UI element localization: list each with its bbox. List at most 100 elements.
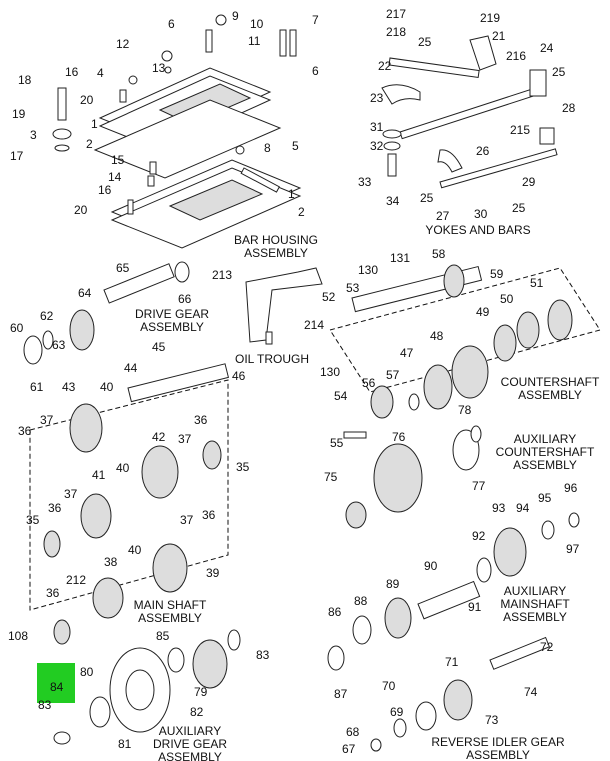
gear-50	[516, 311, 540, 349]
block-28	[539, 127, 555, 145]
callout-main-shaft-39: 39	[206, 566, 220, 580]
callout-aux-mainshaft-91: 91	[468, 600, 482, 614]
main-shaft-group	[29, 363, 230, 645]
callout-aux-mainshaft-94: 94	[516, 501, 530, 515]
callout-yokes-and-bars-23: 23	[370, 91, 384, 105]
gear-93	[493, 527, 527, 577]
callout-aux-mainshaft-93: 93	[492, 501, 506, 515]
callout-aux-mainshaft-87: 87	[334, 687, 348, 701]
assembly-title-reverse-idler: REVERSE IDLER GEAR	[431, 735, 565, 749]
gear-39	[152, 543, 188, 593]
callout-drive-gear-and-trough-62: 62	[40, 309, 54, 323]
shaft-5	[240, 167, 280, 193]
callout-bar-housing-4: 4	[97, 66, 104, 80]
callout-aux-mainshaft-96: 96	[564, 481, 578, 495]
callout-drive-gear-and-trough-214: 214	[304, 318, 324, 332]
callout-yokes-and-bars-22: 22	[378, 59, 392, 73]
bearing-60	[23, 335, 43, 365]
callout-aux-countershaft-75: 75	[324, 470, 338, 484]
callout-main-shaft-45: 45	[152, 340, 166, 354]
callout-main-shaft-38: 38	[104, 555, 118, 569]
spring-18	[57, 87, 67, 121]
main-shaft-44	[127, 363, 230, 403]
gear-49	[493, 324, 517, 362]
callout-yokes-and-bars-215: 215	[510, 123, 530, 137]
callout-drive-gear-and-trough-65: 65	[116, 261, 130, 275]
callout-bar-housing-20: 20	[74, 203, 88, 217]
callout-aux-countershaft-77: 77	[472, 479, 486, 493]
callout-bar-housing-16: 16	[98, 183, 112, 197]
assembly-title-drive-gear: DRIVE GEAR	[135, 307, 209, 321]
bearing-58	[443, 264, 465, 298]
yoke-23	[381, 84, 421, 105]
callout-aux-countershaft-78: 78	[458, 403, 472, 417]
callout-main-shaft-40: 40	[116, 461, 130, 475]
yoke-87	[327, 645, 345, 671]
callout-countershaft-50: 50	[500, 292, 514, 306]
callout-reverse-idler-69: 69	[390, 705, 404, 719]
assembly-title-aux-countershaft: ASSEMBLY	[513, 458, 577, 472]
callout-yokes-and-bars-21: 21	[492, 29, 506, 43]
callout-yokes-and-bars-217: 217	[386, 7, 406, 21]
callout-bar-housing-9: 9	[232, 9, 239, 23]
callout-aux-countershaft-54: 54	[334, 389, 348, 403]
assembly-title-aux-countershaft: COUNTERSHAFT	[496, 445, 595, 459]
callout-yokes-and-bars-24: 24	[540, 41, 554, 55]
callout-bar-housing-14: 14	[108, 170, 122, 184]
callout-main-shaft-36: 36	[46, 586, 60, 600]
callout-bar-housing-18: 18	[18, 73, 32, 87]
callout-reverse-idler-73: 73	[485, 713, 499, 727]
callout-aux-drive-gear-82: 82	[190, 705, 204, 719]
bar-housing-group	[52, 14, 302, 249]
callout-bar-housing-3: 3	[30, 128, 37, 142]
highlight-box-84	[37, 663, 75, 703]
callout-bar-housing-11: 11	[248, 34, 261, 48]
gear-35a	[202, 440, 222, 470]
callout-bar-housing-2: 2	[298, 205, 305, 219]
plate-81-hole	[125, 669, 155, 711]
ring-85	[167, 647, 185, 673]
callout-reverse-idler-72: 72	[540, 640, 554, 654]
callout-main-shaft-108: 108	[8, 629, 28, 643]
callout-aux-mainshaft-92: 92	[472, 529, 486, 543]
callout-aux-mainshaft-89: 89	[386, 577, 400, 591]
nut-96	[568, 512, 580, 528]
drive-gear-shaft-65	[103, 263, 175, 304]
callout-main-shaft-40: 40	[100, 380, 114, 394]
gear-76	[373, 443, 423, 513]
shift-bar-22	[388, 57, 480, 79]
pin-20b	[127, 199, 134, 215]
callout-yokes-and-bars-25: 25	[420, 191, 434, 205]
part-88	[352, 615, 372, 645]
assembly-title-yokes-and-bars: YOKES AND BARS	[425, 223, 530, 237]
callout-bar-housing-1: 1	[91, 117, 98, 131]
callout-main-shaft-37: 37	[64, 487, 78, 501]
callout-yokes-and-bars-30: 30	[474, 207, 488, 221]
yoke-21	[469, 35, 497, 71]
callout-bar-housing-8: 8	[264, 141, 271, 155]
assembly-title-aux-countershaft: AUXILIARY	[514, 432, 576, 446]
plug-4	[128, 75, 138, 85]
callout-countershaft-59: 59	[490, 267, 504, 281]
callout-drive-gear-and-trough-64: 64	[78, 286, 92, 300]
callout-bar-housing-6: 6	[312, 64, 319, 78]
assembly-title-aux-mainshaft: AUXILIARY	[504, 584, 566, 598]
callout-yokes-and-bars-32: 32	[370, 139, 384, 153]
callout-reverse-idler-70: 70	[382, 679, 396, 693]
callout-bar-housing-15: 15	[111, 153, 125, 167]
aux-drive-gear-group	[37, 629, 241, 745]
callout-yokes-and-bars-26: 26	[476, 144, 490, 158]
bar-housing-window-lower	[168, 179, 264, 221]
callout-bar-housing-20: 20	[80, 93, 94, 107]
main-shaft-box	[29, 379, 229, 611]
yoke-27	[437, 149, 463, 173]
spring-7b	[289, 29, 297, 57]
plug-12	[161, 50, 173, 62]
callout-main-shaft-46: 46	[232, 369, 246, 383]
washer-69	[393, 718, 407, 738]
callout-drive-gear-and-trough-213: 213	[212, 268, 232, 282]
callout-aux-countershaft-56: 56	[362, 376, 376, 390]
callout-main-shaft-43: 43	[62, 380, 76, 394]
gear-43	[69, 403, 103, 453]
callout-countershaft-131: 131	[390, 251, 410, 265]
